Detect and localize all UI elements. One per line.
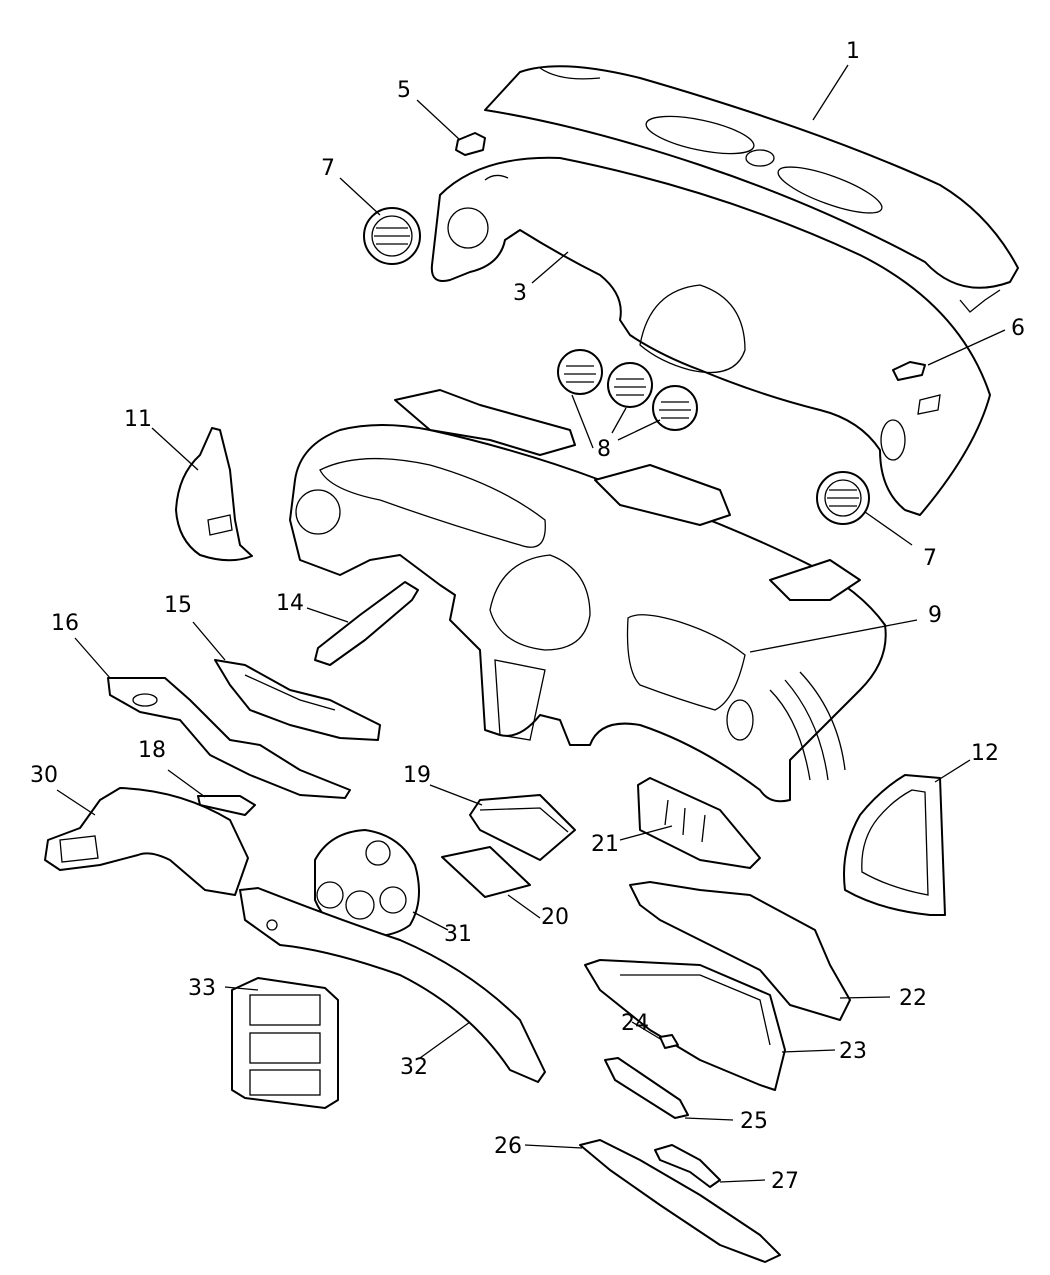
part-8-center-vents — [557, 349, 698, 431]
part-1-top-cover — [484, 65, 1019, 313]
part-27-bracket — [654, 1144, 721, 1188]
part-6-clip — [892, 361, 926, 381]
part-23-glovebox-door — [584, 959, 786, 1091]
callout-27: 27 — [771, 1169, 799, 1194]
callout-15: 15 — [164, 593, 192, 618]
callout-25: 25 — [740, 1109, 768, 1134]
part-24-striker — [659, 1034, 679, 1049]
callout-6: 6 — [1011, 316, 1025, 341]
part-9-main-panel — [289, 389, 887, 803]
callout-22: 22 — [899, 986, 927, 1011]
part-7-vent-left — [363, 207, 421, 265]
callout-31: 31 — [444, 922, 472, 947]
part-7-vent-right — [816, 471, 870, 525]
part-19-storage-bin — [469, 794, 576, 861]
part-11-left-end-cap — [175, 427, 253, 562]
callout-21: 21 — [591, 832, 619, 857]
part-21-bracket — [637, 777, 761, 869]
callout-labels: 1 5 7 3 6 8 11 7 14 9 15 16 12 18 19 30 … — [30, 39, 1025, 1194]
callout-7: 7 — [321, 156, 335, 181]
part-18-bracket — [197, 795, 256, 816]
callout-5: 5 — [397, 78, 411, 103]
part-30-cluster-bezel — [44, 787, 249, 896]
callout-1: 1 — [846, 39, 860, 64]
callout-14: 14 — [276, 591, 304, 616]
part-3-upper-panel — [430, 156, 991, 516]
callout-18: 18 — [138, 738, 166, 763]
part-5-clip — [455, 132, 486, 156]
part-26-lower-cover — [579, 1139, 781, 1263]
part-22-glovebox-bin — [629, 881, 851, 1021]
part-32-trim-bar — [239, 887, 546, 1083]
callout-26: 26 — [494, 1134, 522, 1159]
callout-11: 11 — [124, 407, 152, 432]
callout-33: 33 — [188, 976, 216, 1001]
part-25-latch — [604, 1057, 689, 1119]
callout-20: 20 — [541, 905, 569, 930]
part-31-gauge-bezel — [314, 829, 420, 938]
callout-12: 12 — [971, 741, 999, 766]
part-20-tray — [441, 846, 531, 898]
part-14-bracket — [314, 581, 419, 666]
callout-30: 30 — [30, 763, 58, 788]
callout-23: 23 — [839, 1039, 867, 1064]
leader-lines — [56, 64, 1006, 1183]
callout-8: 8 — [597, 437, 611, 462]
part-33-center-bezel — [231, 977, 339, 1109]
part-15-bracket — [214, 659, 381, 741]
callout-16: 16 — [51, 611, 79, 636]
part-12-right-end-cap — [843, 774, 946, 916]
callout-32: 32 — [400, 1055, 428, 1080]
part-16-lower-trim — [107, 677, 351, 799]
callout-24: 24 — [621, 1011, 649, 1036]
callout-7-right: 7 — [923, 546, 937, 571]
callout-9: 9 — [928, 603, 942, 628]
callout-3: 3 — [513, 281, 527, 306]
callout-19: 19 — [403, 763, 431, 788]
